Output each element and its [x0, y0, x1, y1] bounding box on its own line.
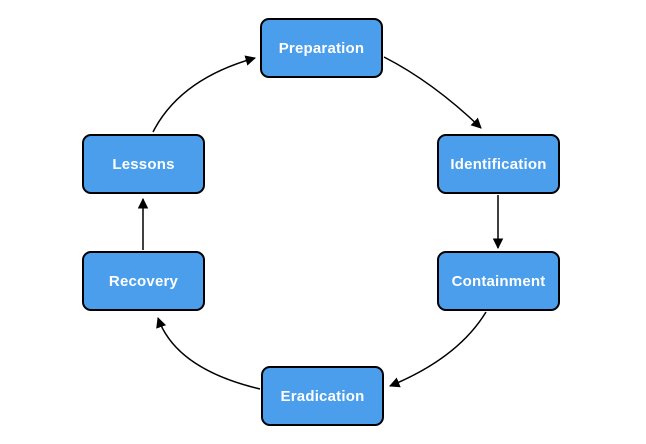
node-lessons-label: Lessons: [112, 155, 175, 173]
node-containment: Containment: [437, 251, 560, 311]
node-preparation: Preparation: [260, 18, 383, 78]
node-containment-label: Containment: [451, 272, 546, 290]
edge-lessons-to-preparation: [152, 55, 257, 133]
edge-containment-to-eradication: [389, 311, 487, 388]
edge-eradication-to-recovery: [156, 317, 261, 390]
node-eradication: Eradication: [261, 366, 384, 426]
node-eradication-label: Eradication: [280, 387, 365, 405]
node-identification-label: Identification: [450, 155, 547, 173]
edge-preparation-to-identification: [383, 56, 482, 129]
node-recovery-label: Recovery: [108, 272, 179, 290]
node-recovery: Recovery: [82, 251, 205, 311]
node-identification: Identification: [437, 134, 560, 194]
node-lessons: Lessons: [82, 134, 205, 194]
node-preparation-label: Preparation: [278, 39, 365, 57]
